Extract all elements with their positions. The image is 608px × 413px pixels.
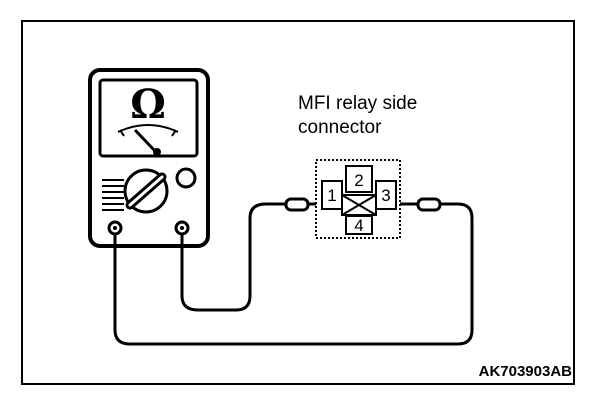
needle-pivot [153, 148, 161, 156]
pin-label-2: 2 [354, 171, 363, 190]
test-lead-to-pin-1 [180, 202, 286, 312]
pin-label-4: 4 [354, 216, 363, 235]
pin-cavity-2 [345, 165, 373, 193]
meter-scale-arc [117, 124, 179, 133]
pin-label-1: 1 [327, 186, 336, 205]
probe-right [400, 197, 442, 212]
figure-code: AK703903AB [479, 363, 573, 380]
pin-label-3: 3 [381, 186, 390, 205]
figure-frame [21, 20, 575, 385]
ohm-symbol: Ω [130, 81, 166, 128]
ohmmeter: Ω [88, 68, 210, 248]
meter-display [98, 78, 199, 158]
connector-label-line-1: MFI relay side [298, 93, 417, 114]
probe-left [284, 197, 326, 212]
test-lead-to-pin-3 [113, 202, 474, 346]
zero-adjust-knob [175, 167, 197, 189]
meter-needle [133, 128, 158, 154]
connector-label-line-2: connector [298, 117, 382, 138]
range-selector-dial [102, 168, 169, 214]
pin-cavity-4 [345, 215, 373, 235]
relay-connector: 2 1 3 4 [315, 159, 401, 239]
